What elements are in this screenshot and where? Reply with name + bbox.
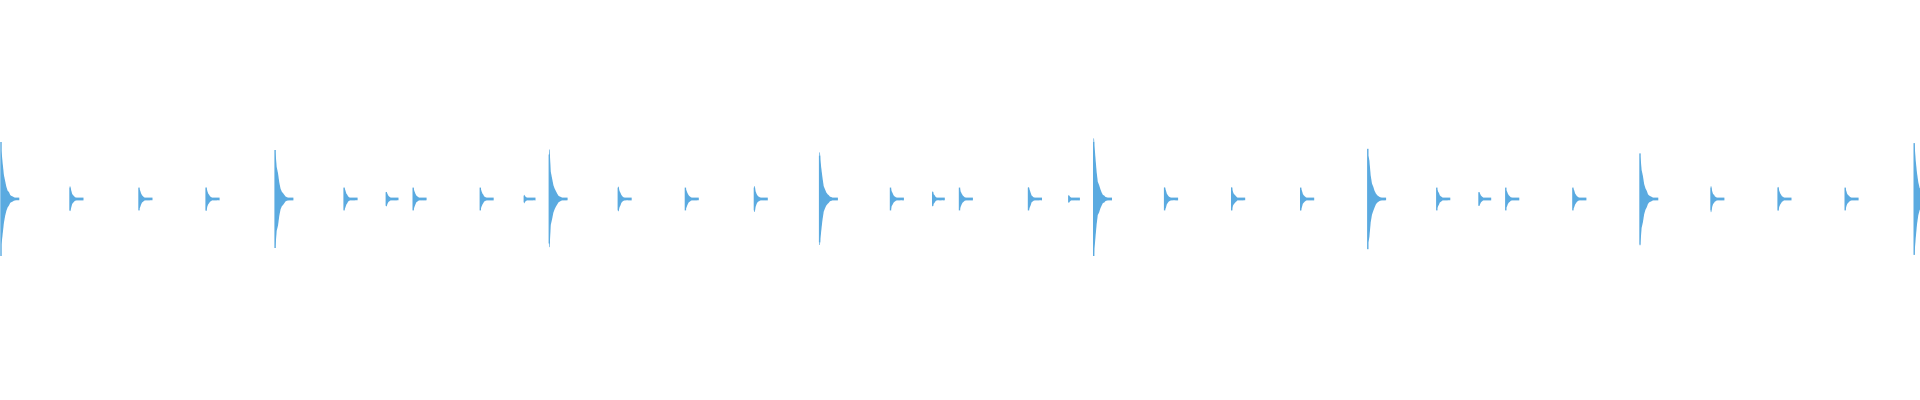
waveform-hit bbox=[959, 187, 973, 210]
waveform-hit bbox=[1068, 194, 1080, 203]
waveform-hit bbox=[549, 149, 568, 248]
waveform-hit bbox=[685, 188, 699, 210]
waveform-hit bbox=[1844, 188, 1859, 210]
waveform-hit bbox=[1436, 188, 1451, 210]
waveform-hit bbox=[1913, 144, 1920, 254]
waveform-hit bbox=[819, 152, 838, 246]
waveform-hit bbox=[274, 151, 294, 248]
waveform-hit bbox=[205, 187, 220, 212]
waveform-hit bbox=[1028, 187, 1042, 211]
waveform-hit bbox=[138, 188, 153, 210]
waveform-hit bbox=[1164, 187, 1179, 211]
waveform-hit bbox=[386, 191, 399, 207]
waveform-hit bbox=[0, 148, 20, 247]
waveform-hit bbox=[1505, 188, 1520, 209]
waveform-hit bbox=[480, 188, 494, 210]
waveform-channel bbox=[0, 138, 1920, 256]
waveform-hit bbox=[412, 188, 427, 210]
waveform-hit bbox=[1777, 186, 1792, 211]
waveform-hit bbox=[618, 186, 632, 212]
waveform-hit bbox=[343, 187, 358, 210]
waveform-hit bbox=[69, 186, 84, 212]
waveform-hit bbox=[1367, 153, 1387, 246]
waveform-hit bbox=[1300, 187, 1315, 211]
waveform-hit bbox=[1478, 192, 1492, 206]
waveform-hit bbox=[1231, 187, 1246, 211]
waveform-hit bbox=[932, 191, 945, 207]
waveform-hit bbox=[524, 194, 536, 204]
waveform-hit bbox=[1639, 154, 1659, 246]
waveform-hit bbox=[1572, 188, 1587, 210]
waveform-hit bbox=[1710, 186, 1725, 213]
waveform-hit bbox=[890, 187, 904, 211]
waveform-hit bbox=[1093, 138, 1112, 255]
waveform-hit bbox=[754, 186, 768, 212]
